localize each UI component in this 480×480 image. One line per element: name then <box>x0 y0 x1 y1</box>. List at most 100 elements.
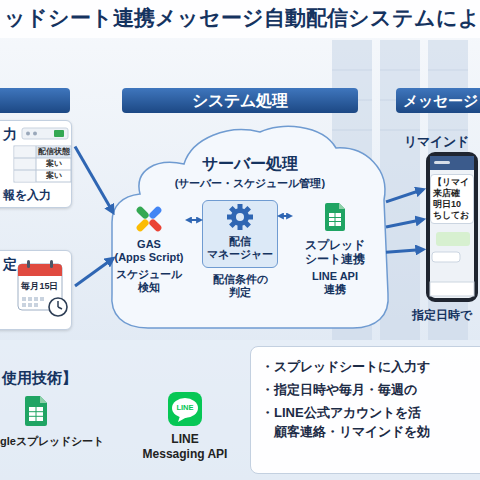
line-square <box>168 392 202 426</box>
text-line: 配信条件の <box>205 273 275 286</box>
day-cell <box>22 297 26 301</box>
flow-arrow <box>279 215 291 217</box>
sheet-fold <box>40 396 47 403</box>
node-heading: メッセージ <box>403 88 480 113</box>
server-cloud: サーバー処理 (サーバー・スケジュール管理) GAS (Apps Script) スケ… <box>108 122 392 332</box>
day-cell <box>40 297 44 301</box>
table-column <box>15 147 37 182</box>
table-header <box>36 147 71 159</box>
section-band: システム処理 <box>122 88 358 113</box>
sheet-thumbnail <box>14 128 71 182</box>
flow-arrow <box>386 220 423 228</box>
table-grid <box>14 146 71 182</box>
gear-tooth <box>243 220 251 228</box>
label-anchor: 使用技術】 <box>2 368 77 388</box>
text-line: 配信状態 <box>36 147 71 157</box>
node-text: (サーバー・スケジュール管理) <box>108 176 392 190</box>
node-text: 配信条件の 判定 <box>205 273 275 299</box>
calendar-header <box>18 264 62 276</box>
text-line: GAS <box>112 238 186 251</box>
flow-arrow <box>75 259 113 287</box>
node-heading: GAS (Apps Script) <box>112 238 186 264</box>
node-heading: 力 <box>3 125 67 143</box>
text-line: gleスプレッドシート <box>0 434 104 448</box>
sheet-lines <box>329 213 341 226</box>
text-line: スプレッド <box>292 238 378 252</box>
text-line: Messaging API <box>135 447 235 462</box>
gear-tooth <box>227 215 233 220</box>
cell-text: 配信状態 <box>36 147 71 157</box>
sheet-fold <box>339 203 345 209</box>
text-line: 来店確 <box>433 188 471 199</box>
node-text: スケジュール 検知 <box>112 268 186 294</box>
node-heading: サーバー処理 <box>108 154 392 174</box>
sheet-doc <box>325 203 345 231</box>
node-text: 指定日時で <box>412 308 474 323</box>
text-line: 連携 <box>292 283 378 296</box>
node-text: ・指定日時や毎月・毎週の <box>261 380 480 399</box>
phone-detail <box>430 156 474 296</box>
text-line: ・スプレッドシートに入力す <box>261 357 480 376</box>
toolbar-button <box>54 130 64 137</box>
text-line: 【リマイ <box>433 177 471 188</box>
manager-box: 配信 マネージャー配信条件の 判定 <box>202 200 278 268</box>
node-text: ・LINE公式アカウントを活 顧客連絡・リマインドを効 <box>261 403 480 441</box>
gear-tooth <box>238 204 243 210</box>
node-heading: ・スプレッドシートに入力す <box>261 357 480 376</box>
day-cell <box>28 297 32 301</box>
sheets-icon <box>325 203 345 231</box>
calendar-icon <box>18 260 67 316</box>
section-heading: 使用技術】 <box>2 368 77 388</box>
text-line: スケジュール <box>112 268 186 281</box>
gear-tooth <box>243 206 251 214</box>
flow-arrow <box>75 146 113 212</box>
node-text: LINE API 連携 <box>292 270 378 296</box>
line-bubble <box>172 398 198 418</box>
text-line: リマインド <box>404 134 474 150</box>
day-cell <box>34 297 38 301</box>
gear-tooth <box>229 206 237 214</box>
feature-note: ・スプレッドシートに入力す・指定日時や毎月・毎週の・LINE公式アカウントを活 … <box>250 346 480 474</box>
phone-screen: リマインド【リマイ 来店確 明日10 ちしてお指定日時で <box>426 152 478 302</box>
table-frame <box>14 146 71 182</box>
text-line: ・指定日時や毎月・毎週の <box>261 380 480 399</box>
text-line: (サーバー・スケジュール管理) <box>108 176 392 190</box>
gear-tooth <box>229 220 237 228</box>
message-bubble <box>432 252 460 262</box>
text-line: LINE <box>172 403 198 412</box>
sheet-doc <box>25 396 47 426</box>
text-line: ッドシート連携メッセージ自動配信システムによ <box>4 4 480 32</box>
diagram-title: ッドシート連携メッセージ自動配信システムによ <box>4 4 480 32</box>
text-line: 使用技術】 <box>2 368 77 388</box>
cell-text: 案い <box>36 171 71 181</box>
day-cell <box>28 303 32 307</box>
text-line: 毎月15日 <box>18 280 62 292</box>
gear-tooth <box>247 215 253 220</box>
text-line: メッセージ <box>403 88 480 113</box>
calendar-days <box>22 297 44 307</box>
label-anchor: 配信状態 <box>36 147 71 157</box>
line-bubble-tail <box>178 416 187 422</box>
text-line: 検知 <box>112 281 186 294</box>
text-line: LINE API <box>292 270 378 283</box>
text-line: 指定日時で <box>412 308 474 323</box>
icon-label: gleスプレッドシート <box>0 434 104 448</box>
text-line: マネージャー <box>205 248 275 261</box>
gear-body <box>231 208 249 226</box>
label-anchor: gleスプレッドシート <box>0 434 104 448</box>
gas-logo <box>135 205 163 233</box>
title-anchor: ッドシート連携メッセージ自動配信システムによ <box>4 4 480 32</box>
text-line: ・LINE公式アカウントを活 <box>261 403 480 422</box>
text-line: サーバー処理 <box>108 154 392 174</box>
flow-arrow <box>386 190 423 202</box>
text-line: 報を入力 <box>3 187 67 203</box>
label-anchor: LINE Messaging API <box>135 432 235 462</box>
calendar-ring <box>27 260 30 268</box>
node-heading: 定 <box>3 255 67 273</box>
node-heading: リマインド <box>404 134 474 150</box>
gear-hole <box>236 213 244 221</box>
text-line: (Apps Script) <box>112 251 186 264</box>
icon-label: LINE Messaging API <box>135 432 235 462</box>
node-text: 報を入力 <box>3 187 67 203</box>
gear-icon <box>227 204 253 230</box>
